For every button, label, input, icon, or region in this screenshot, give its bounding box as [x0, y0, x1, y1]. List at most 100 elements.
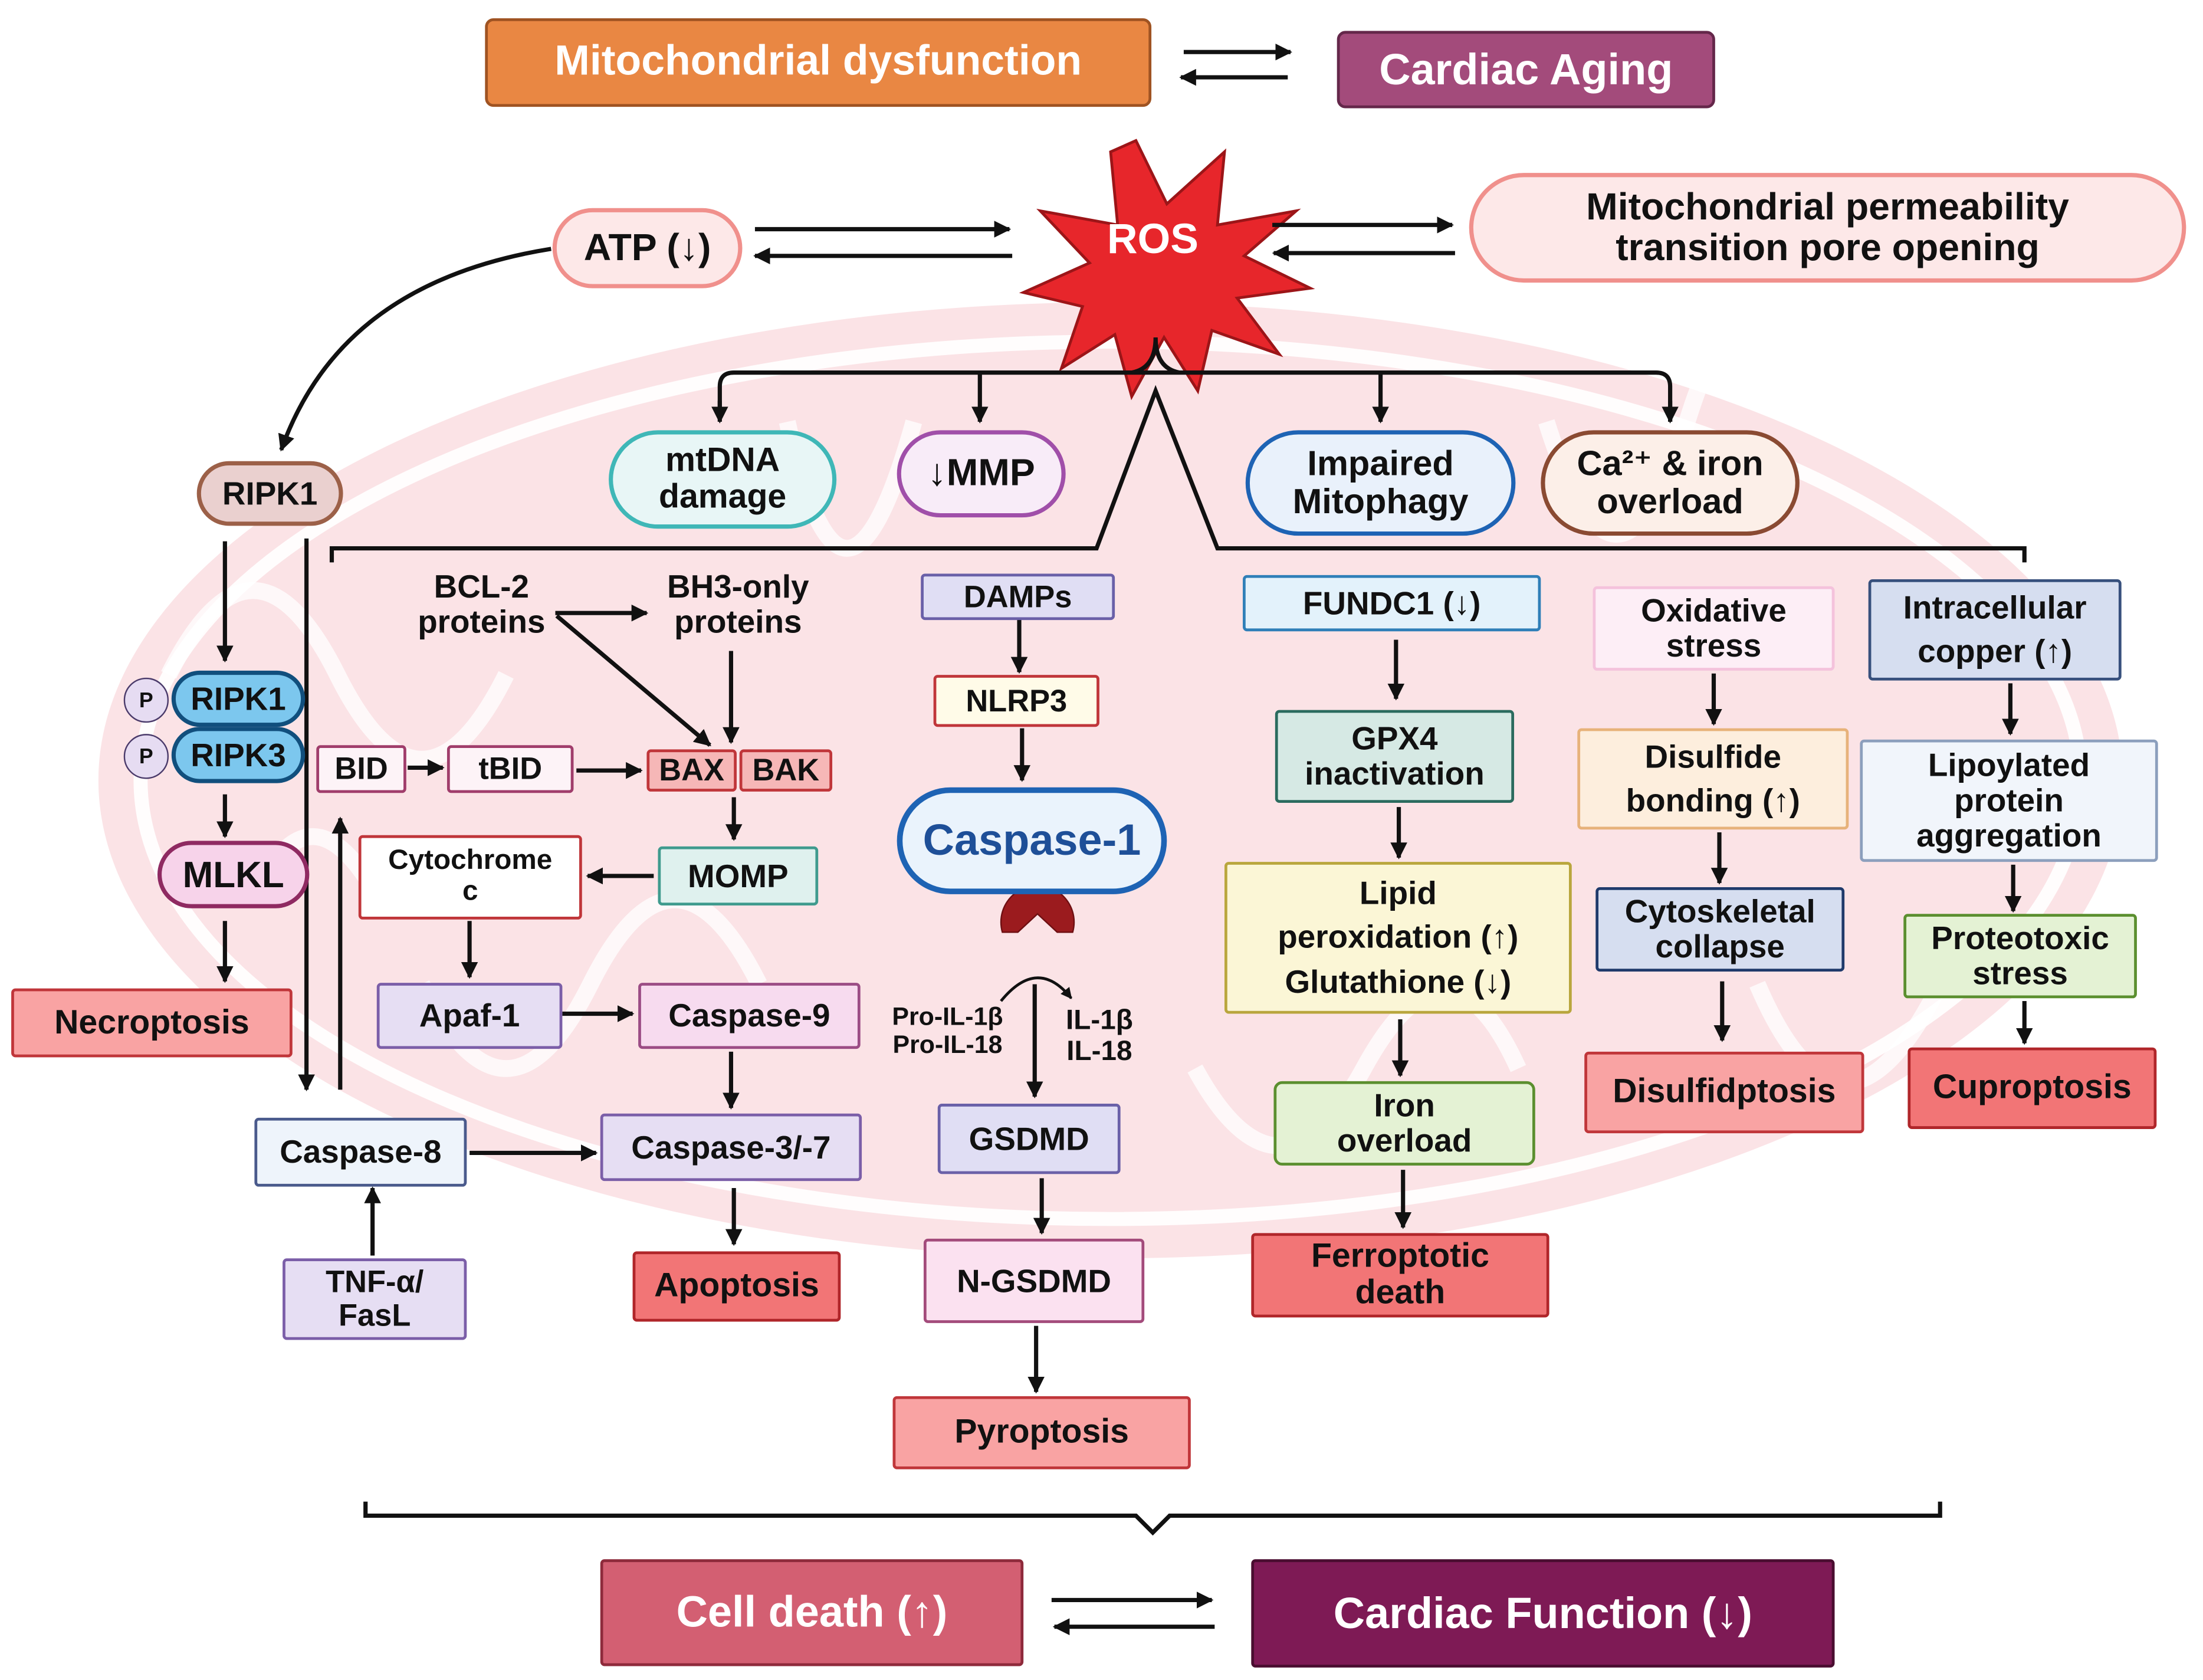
- lipoylated-protein-node: Lipoylated protein aggregation: [1860, 739, 2158, 862]
- nlrp3-node: NLRP3: [933, 675, 1099, 727]
- proteo-line1: Proteotoxic: [1931, 920, 2109, 957]
- mtdna-label-line2: damage: [659, 478, 787, 516]
- ripk3-phospho-node: RIPK3: [171, 727, 306, 783]
- iron-overload-node: Iron overload: [1273, 1081, 1535, 1166]
- gpx4-inactivation-node: GPX4 inactivation: [1275, 710, 1515, 803]
- proteotoxic-stress-node: Proteotoxic stress: [1903, 914, 2137, 999]
- mitochondrial-dysfunction-box: Mitochondrial dysfunction: [485, 18, 1152, 107]
- ros-label: ROS: [1107, 216, 1199, 263]
- phospho-badge-2-label: P: [139, 744, 153, 769]
- momp-label: MOMP: [688, 857, 789, 894]
- pro-il-label: Pro-IL-1β Pro-IL-18: [877, 1003, 1017, 1059]
- ferroptotic-line2: death: [1355, 1274, 1446, 1312]
- mtdna-damage-node: mtDNA damage: [609, 430, 837, 529]
- ca-iron-label-line1: Ca²⁺ & iron: [1577, 443, 1764, 483]
- bh3-line2: proteins: [674, 603, 802, 641]
- ripk1-top-label: RIPK1: [222, 474, 318, 511]
- cuproptosis-outcome: Cuproptosis: [1907, 1047, 2157, 1129]
- cyto-line1: Cytoskeletal: [1624, 892, 1815, 930]
- tbid-node: tBID: [446, 745, 574, 793]
- disulfide-line2: bonding (↑): [1626, 782, 1800, 819]
- mmp-label: ↓MMP: [927, 452, 1035, 494]
- apoptosis-label: Apoptosis: [654, 1266, 819, 1305]
- bax-node: BAX: [646, 749, 737, 792]
- fundc1-node: FUNDC1 (↓): [1243, 575, 1541, 632]
- ferroptotic-line1: Ferroptotic: [1311, 1237, 1489, 1276]
- phospho-badge-2: P: [123, 734, 169, 779]
- lipid-line3: Glutathione (↓): [1285, 962, 1512, 999]
- oxidative-stress-node: Oxidative stress: [1593, 586, 1835, 671]
- ngsdmd-label: N-GSDMD: [957, 1262, 1112, 1299]
- disulfide-bonding-node: Disulfide bonding (↑): [1577, 728, 1849, 830]
- ripk1-label: RIPK1: [191, 680, 286, 717]
- atp-label: ATP (↓): [583, 226, 711, 269]
- mitophagy-label-line1: Impaired: [1307, 443, 1454, 483]
- iron-line1: Iron: [1374, 1087, 1435, 1124]
- il18-label: IL-18: [1066, 1036, 1132, 1068]
- bcl2-line2: proteins: [418, 603, 546, 641]
- lipid-line2: peroxidation (↑): [1278, 918, 1519, 956]
- cytoskeletal-collapse-node: Cytoskeletal collapse: [1595, 887, 1845, 972]
- cardiac-aging-label: Cardiac Aging: [1379, 44, 1673, 94]
- mitochondrial-dysfunction-label: Mitochondrial dysfunction: [554, 38, 1082, 85]
- ox-line1: Oxidative: [1641, 592, 1787, 629]
- nlrp3-label: NLRP3: [966, 682, 1068, 718]
- mlkl-node: MLKL: [157, 841, 310, 908]
- copper-line1: Intracellular: [1903, 589, 2087, 626]
- disulfide-line1: Disulfide: [1644, 738, 1782, 775]
- pyroptosis-label: Pyroptosis: [954, 1413, 1129, 1451]
- pro-il18-label: Pro-IL-18: [892, 1030, 1003, 1059]
- atp-node: ATP (↓): [552, 208, 743, 288]
- apoptosis-outcome: Apoptosis: [632, 1251, 841, 1322]
- tnf-line2: FasL: [338, 1297, 411, 1333]
- tbid-label: tBID: [478, 751, 543, 786]
- mitophagy-label-line2: Mitophagy: [1292, 481, 1469, 521]
- lipid-line1: Lipid: [1359, 875, 1437, 912]
- lipo-line3: aggregation: [1916, 816, 2102, 854]
- ca-iron-overload-node: Ca²⁺ & iron overload: [1541, 430, 1800, 536]
- ripk1-node-top: RIPK1: [196, 461, 343, 526]
- ripk1-phospho-node: RIPK1: [171, 670, 306, 727]
- phospho-badge-1-label: P: [139, 688, 153, 713]
- gpx4-line1: GPX4: [1351, 720, 1438, 757]
- bh3-only-proteins-label: BH3-only proteins: [646, 567, 829, 641]
- momp-node: MOMP: [658, 846, 819, 905]
- bid-node: BID: [316, 745, 406, 793]
- tnf-line1: TNF-α/: [326, 1264, 424, 1300]
- bid-label: BID: [334, 751, 388, 786]
- mptp-label-line2: transition pore opening: [1616, 226, 2040, 269]
- gsdmd-label: GSDMD: [968, 1120, 1089, 1157]
- il-label: IL-1β IL-18: [1057, 1005, 1141, 1067]
- bak-label: BAK: [752, 752, 820, 788]
- bak-node: BAK: [739, 749, 833, 792]
- mmp-node: ↓MMP: [897, 430, 1066, 518]
- impaired-mitophagy-node: Impaired Mitophagy: [1245, 430, 1516, 536]
- necroptosis-label: Necroptosis: [54, 1003, 249, 1042]
- mtdna-label-line1: mtDNA: [665, 441, 780, 480]
- cardiac-function-label: Cardiac Function (↓): [1333, 1588, 1752, 1638]
- apaf1-label: Apaf-1: [419, 997, 520, 1034]
- bcl2-line1: BCL-2: [434, 567, 530, 605]
- bh3-line1: BH3-only: [667, 567, 809, 605]
- bax-label: BAX: [659, 752, 725, 788]
- ox-line2: stress: [1666, 627, 1762, 664]
- necroptosis-outcome: Necroptosis: [11, 988, 293, 1058]
- phospho-badge-1: P: [123, 677, 169, 723]
- mlkl-label: MLKL: [182, 853, 284, 896]
- disulfidptosis-outcome: Disulfidptosis: [1584, 1051, 1864, 1134]
- caspase-8-node: Caspase-8: [254, 1117, 467, 1187]
- bcl2-proteins-label: BCL-2 proteins: [400, 567, 562, 641]
- n-gsdmd-node: N-GSDMD: [923, 1238, 1145, 1323]
- cell-death-label: Cell death (↑): [676, 1587, 948, 1638]
- cytc-line2: c: [462, 875, 478, 907]
- cyto-line2: collapse: [1655, 928, 1785, 965]
- fundc1-label: FUNDC1 (↓): [1302, 584, 1481, 621]
- tnf-fasl-node: TNF-α/ FasL: [283, 1258, 467, 1340]
- cytc-line1: Cytochrome: [388, 845, 553, 877]
- pyroptosis-outcome: Pyroptosis: [892, 1396, 1191, 1469]
- casp9-label: Caspase-9: [668, 997, 830, 1034]
- cell-death-box: Cell death (↑): [600, 1559, 1024, 1666]
- il1b-label: IL-1β: [1065, 1005, 1133, 1036]
- gsdmd-node: GSDMD: [937, 1104, 1121, 1174]
